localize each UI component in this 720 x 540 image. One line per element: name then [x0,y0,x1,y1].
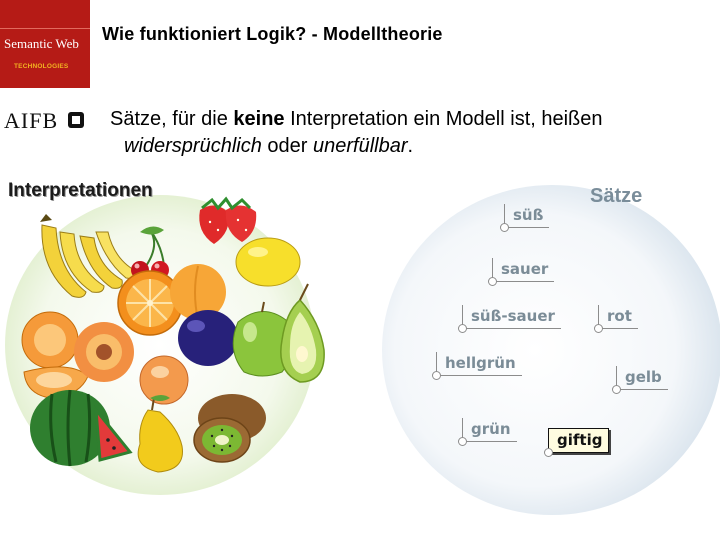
sentence-sauer[interactable]: sauer [487,258,555,286]
statement-part2: Interpretation ein Modell ist, heißen [284,108,603,130]
strawberry-icon [199,196,257,244]
sentence-gelb[interactable]: gelb [612,366,668,394]
logo-title: Semantic Web [4,36,79,51]
plum-icon [178,310,238,366]
semantic-web-logo: Semantic Web TECHNOLOGIES [0,0,90,88]
statement-line2: widersprüchlich oder unerfüllbar. [110,133,710,160]
statement-end: . [407,135,414,157]
sentences-label: Sätze [590,185,643,207]
green-apple-icon [232,301,293,377]
interpretations-label: Interpretationen [8,180,153,201]
sentence-suess[interactable]: süß [499,204,550,232]
statement-text: Sätze, für die keine Interpretation ein … [110,106,710,160]
aifb-logo: AIFB [4,108,59,133]
page-title: Wie funktioniert Logik? - Modelltheorie [102,24,443,44]
sentence-gruen[interactable]: grün [458,418,517,446]
watermelon-icon [30,389,133,467]
lemon-icon [235,237,301,287]
logo-divider [0,28,90,29]
yellow-pear-icon [137,395,183,473]
term-unerfuellbar: unerfüllbar [313,135,408,157]
pear-icon [280,283,325,383]
sentence-giftig[interactable]: giftig [543,428,610,457]
term-widerspruechlich: widersprüchlich [124,135,262,157]
statement-emphasis: keine [233,108,285,130]
orange-icon [117,270,183,336]
logo-subtitle: TECHNOLOGIES [14,63,69,70]
peach-icon [74,322,189,405]
statement-part1: Sätze, für die [110,108,234,130]
kiwi-icon [193,394,266,463]
statement-connector: oder [261,135,313,157]
sentence-rot[interactable]: rot [594,305,638,333]
aifb-square-icon [68,112,84,128]
sentence-hellgruen[interactable]: hellgrün [432,352,522,380]
sentence-suess-sauer[interactable]: süß-sauer [458,305,561,333]
sentences-area [382,185,720,515]
banana-icon [40,214,135,298]
